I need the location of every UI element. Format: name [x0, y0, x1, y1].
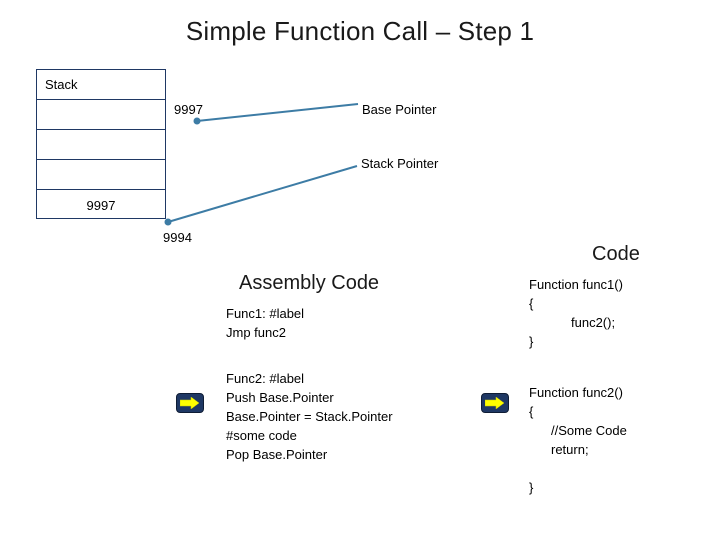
play-arrow-icon[interactable]	[481, 393, 509, 413]
stack-table: Stack 9997	[36, 69, 166, 219]
label-stack-value-bottom: 9994	[163, 230, 192, 245]
stack-row	[37, 160, 165, 190]
stack-row: 9997	[86, 197, 116, 213]
assembly-line: Jmp func2	[226, 325, 286, 340]
label-stack-pointer: Stack Pointer	[361, 156, 439, 171]
assembly-line: Pop Base.Pointer	[226, 447, 328, 462]
code-line: }	[529, 334, 534, 349]
code-line: }	[529, 480, 534, 495]
assembly-block-2: Func2: #label Push Base.Pointer Base.Poi…	[226, 369, 393, 464]
code-line: Function func2()	[529, 385, 623, 400]
code-line: {	[529, 296, 534, 311]
assembly-line: Func2: #label	[226, 371, 305, 386]
code-line: return;	[551, 442, 589, 457]
play-arrow-glyph	[485, 397, 505, 409]
assembly-line: Func1: #label	[226, 306, 305, 321]
code-line: {	[529, 404, 534, 419]
code-line: Function func1()	[529, 277, 623, 292]
label-stack-value-top: 9997	[174, 102, 203, 117]
code-block-1: Function func1() { func2(); }	[529, 275, 623, 351]
code-block-2: Function func2() { //Some Code return; }	[529, 383, 627, 497]
page-title: Simple Function Call – Step 1	[185, 16, 535, 46]
assembly-line: Push Base.Pointer	[226, 390, 334, 405]
stack-row: Stack	[37, 70, 165, 100]
play-arrow-icon[interactable]	[176, 393, 204, 413]
label-base-pointer: Base Pointer	[362, 102, 437, 117]
stack-row	[37, 100, 165, 130]
code-line: //Some Code	[551, 423, 627, 438]
play-arrow-glyph	[180, 397, 200, 409]
code-heading: Code	[592, 243, 640, 265]
assembly-heading: Assembly Code	[239, 272, 380, 294]
assembly-block-1: Func1: #label Jmp func2	[226, 304, 304, 342]
code-line: func2();	[571, 315, 616, 330]
assembly-line: #some code	[226, 428, 297, 443]
code-spacer	[529, 459, 627, 478]
assembly-line: Base.Pointer = Stack.Pointer	[226, 409, 393, 424]
stack-row	[37, 130, 165, 160]
